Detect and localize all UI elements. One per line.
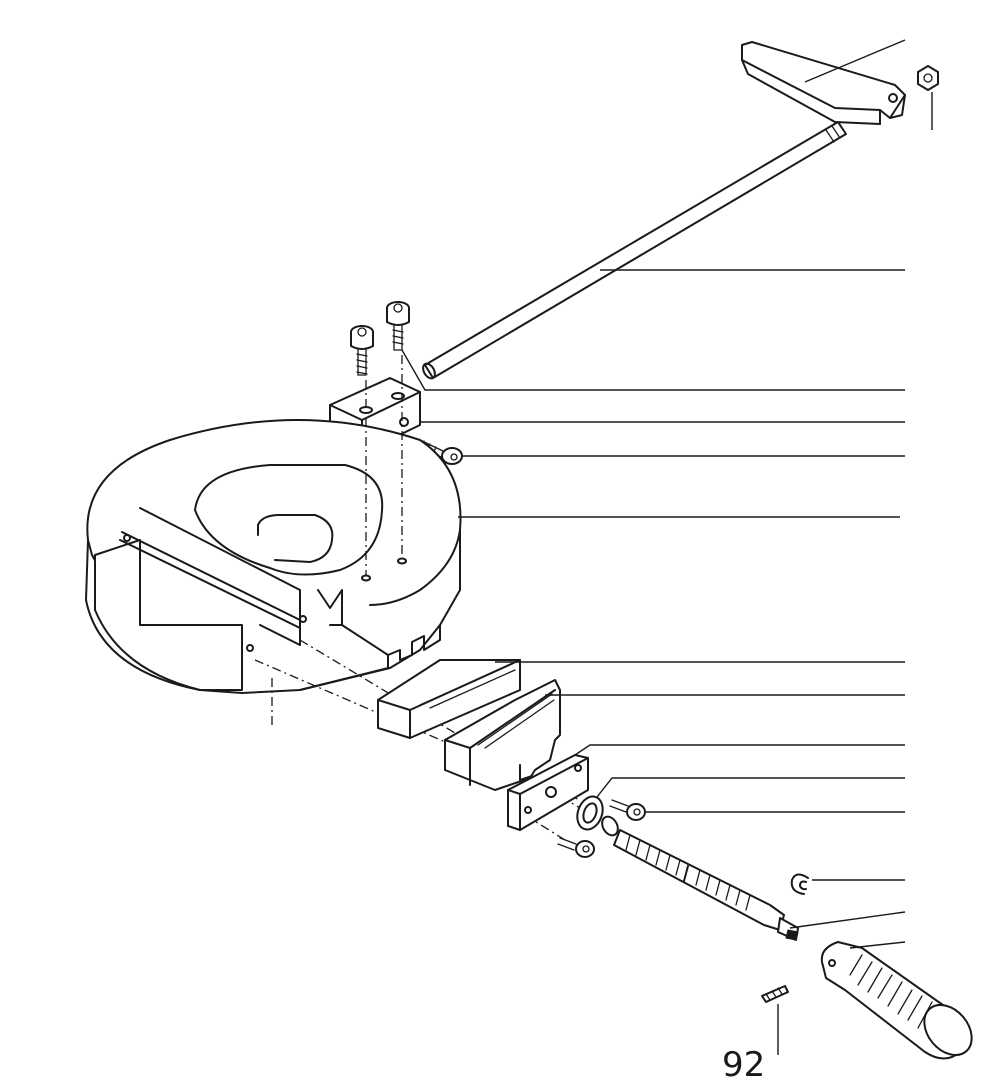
cap-screw-left xyxy=(350,325,374,376)
retaining-clip xyxy=(790,873,809,895)
callout-leaders xyxy=(401,39,933,1055)
clamp-jaw xyxy=(444,679,561,791)
end-plate xyxy=(507,754,589,831)
nut xyxy=(917,65,939,91)
roll-pin xyxy=(761,985,789,1003)
washer xyxy=(576,795,604,831)
guide-rod xyxy=(422,121,847,380)
plate-screw-upper xyxy=(609,799,646,821)
stop-bracket xyxy=(741,41,906,125)
part-number-label-92: 92 xyxy=(722,1045,765,1085)
slide-key xyxy=(377,659,521,739)
gauge-body xyxy=(85,419,462,694)
cap-screw-right xyxy=(386,301,410,351)
knurled-handle xyxy=(820,941,973,1060)
plate-screw-lower xyxy=(557,837,595,858)
threaded-spindle xyxy=(601,815,799,941)
